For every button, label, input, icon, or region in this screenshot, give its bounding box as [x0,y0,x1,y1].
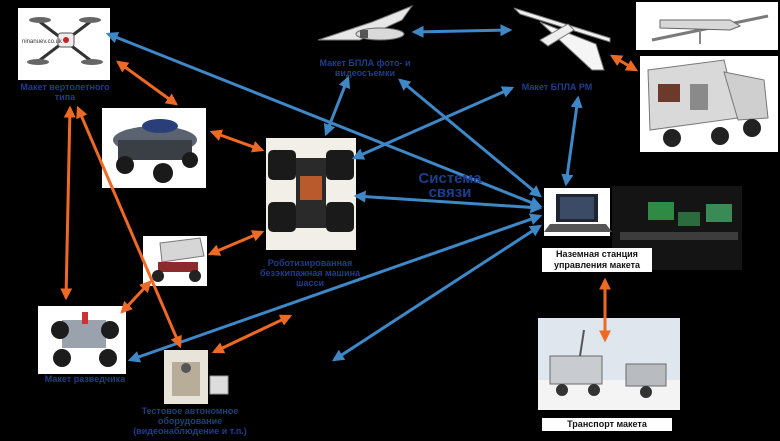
blue-link-rm-to-robot [351,86,515,160]
robot-chassis-label: Роботизированная безэкипажная машина шас… [259,258,361,288]
photo-uav-label: Макет БПЛА фото- и видеосъемки [319,58,411,78]
orange-link-small-rover-to-robot [207,230,265,256]
center-title-line1: Система [418,170,482,187]
command-truck-image [640,56,778,152]
uav-launcher-image [636,2,778,50]
center-title: Система связи [400,170,500,201]
blue-link-ground-to-center [331,224,543,362]
orange-link-rm-to-truck [609,54,639,72]
test-equipment-image [164,350,229,404]
orange-link-helicopter-to-test [76,105,182,349]
blue-link-photo-to-robot [323,75,351,137]
rover-image [102,108,206,188]
orange-link-drone-to-rover [116,60,178,106]
flying-wing-uav-image [317,4,414,41]
orange-link-small-rover-to-scout [120,280,152,314]
ground-station-label: Наземная станция управления макета [542,248,652,272]
orange-link-helicopter-to-scout [60,105,76,301]
orange-link-test-to-robot [211,314,293,354]
scout-label: Макет разведчика [44,374,126,384]
glider-uav-image [513,7,611,71]
blue-link-rm-to-ground [561,95,583,187]
scout-robot-image [38,306,126,374]
transport-label: Транспорт макета [542,418,672,431]
drone-caption: ninanuev.co.uk [22,39,62,45]
blue-link-photo-to-rm [411,24,513,38]
center-title-line2: связи [428,184,472,201]
rm-uav-label: Макет БПЛА РМ [521,82,593,92]
transport-vehicle-image [538,318,680,410]
helicopter-label: Макет вертолетного типа [20,82,110,102]
blue-link-robot-to-ground [353,190,543,214]
test-equipment-label: Тестовое автономное оборудование (видеон… [133,406,247,436]
ground-station-image [544,186,742,270]
quadcopter-image [18,8,110,80]
orange-link-rover-to-robot [209,129,265,153]
robot-chassis-image [266,138,356,250]
